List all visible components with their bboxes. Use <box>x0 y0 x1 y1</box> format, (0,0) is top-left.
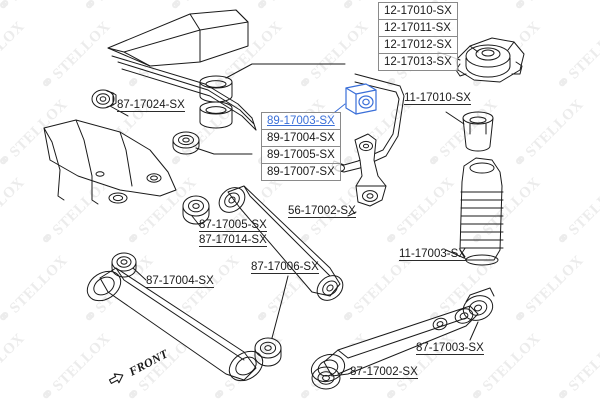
leader-centre-bushing <box>195 147 253 155</box>
callout-56-17002[interactable]: 56-17002-SX <box>288 205 356 218</box>
callout-87-17002[interactable]: 87-17002-SX <box>350 366 418 379</box>
label-12-17010[interactable]: 12-17010-SX <box>379 3 457 20</box>
leader-bump-stop <box>445 111 465 125</box>
label-12-17012[interactable]: 12-17012-SX <box>379 37 457 54</box>
label-group-12[interactable]: 12-17010-SX 12-17011-SX 12-17012-SX 12-1… <box>378 2 458 71</box>
strut-mount <box>455 37 525 83</box>
front-direction-indicator: FRONT <box>106 345 172 391</box>
bushing-centre-small <box>172 131 200 155</box>
leader-87-17003 <box>469 321 479 341</box>
bushing-stack-upper-2 <box>199 101 233 129</box>
callout-87-17005[interactable]: 87-17005-SX <box>199 219 267 232</box>
trailing-arm-lower <box>310 305 479 383</box>
leader-upper-bushings <box>225 63 346 79</box>
leader-87-17002 <box>337 367 353 375</box>
label-89-17004[interactable]: 89-17004-SX <box>262 130 340 147</box>
label-12-17013[interactable]: 12-17013-SX <box>384 56 452 68</box>
callout-87-17014[interactable]: 87-17014-SX <box>199 234 267 247</box>
rear-subframe <box>43 119 177 205</box>
stabilizer-bushing-highlighted <box>345 83 377 115</box>
bushing-87-17024 <box>91 89 117 109</box>
leader-56-17002 <box>347 211 357 217</box>
dust-boot <box>459 157 504 266</box>
label-12-17011[interactable]: 12-17011-SX <box>379 20 457 37</box>
lateral-link-lower <box>86 267 264 382</box>
stabilizer-link-bracket <box>354 133 387 207</box>
trailing-arm-centre <box>218 185 344 301</box>
label-89-17007[interactable]: 89-17007-SX <box>267 166 335 178</box>
front-arrow-icon <box>108 373 124 384</box>
bushing-87-17003 <box>462 287 495 321</box>
leader-87-17006 <box>271 275 289 339</box>
callout-87-17003[interactable]: 87-17003-SX <box>416 342 484 355</box>
label-89-17005[interactable]: 89-17005-SX <box>262 147 340 164</box>
callout-87-17024[interactable]: 87-17024-SX <box>117 99 185 112</box>
bump-stop <box>462 111 494 152</box>
label-group-89[interactable]: 89-17003-SX 89-17004-SX 89-17005-SX 89-1… <box>261 112 341 181</box>
leader-87-17004 <box>132 267 147 281</box>
leader-87-17005 <box>191 215 201 227</box>
callout-11-17003[interactable]: 11-17003-SX <box>399 248 466 261</box>
callout-87-17004[interactable]: 87-17004-SX <box>146 275 214 288</box>
bushing-87-17002 <box>311 366 341 390</box>
label-89-17003[interactable]: 89-17003-SX <box>262 113 340 130</box>
callout-87-17006[interactable]: 87-17006-SX <box>251 261 319 274</box>
bushing-87-17005 <box>182 195 210 225</box>
rear-axle-beam <box>107 9 257 131</box>
callout-11-17010[interactable]: 11-17010-SX <box>404 92 471 105</box>
bushing-87-17006 <box>254 337 282 367</box>
leader-dust-boot <box>445 249 465 259</box>
